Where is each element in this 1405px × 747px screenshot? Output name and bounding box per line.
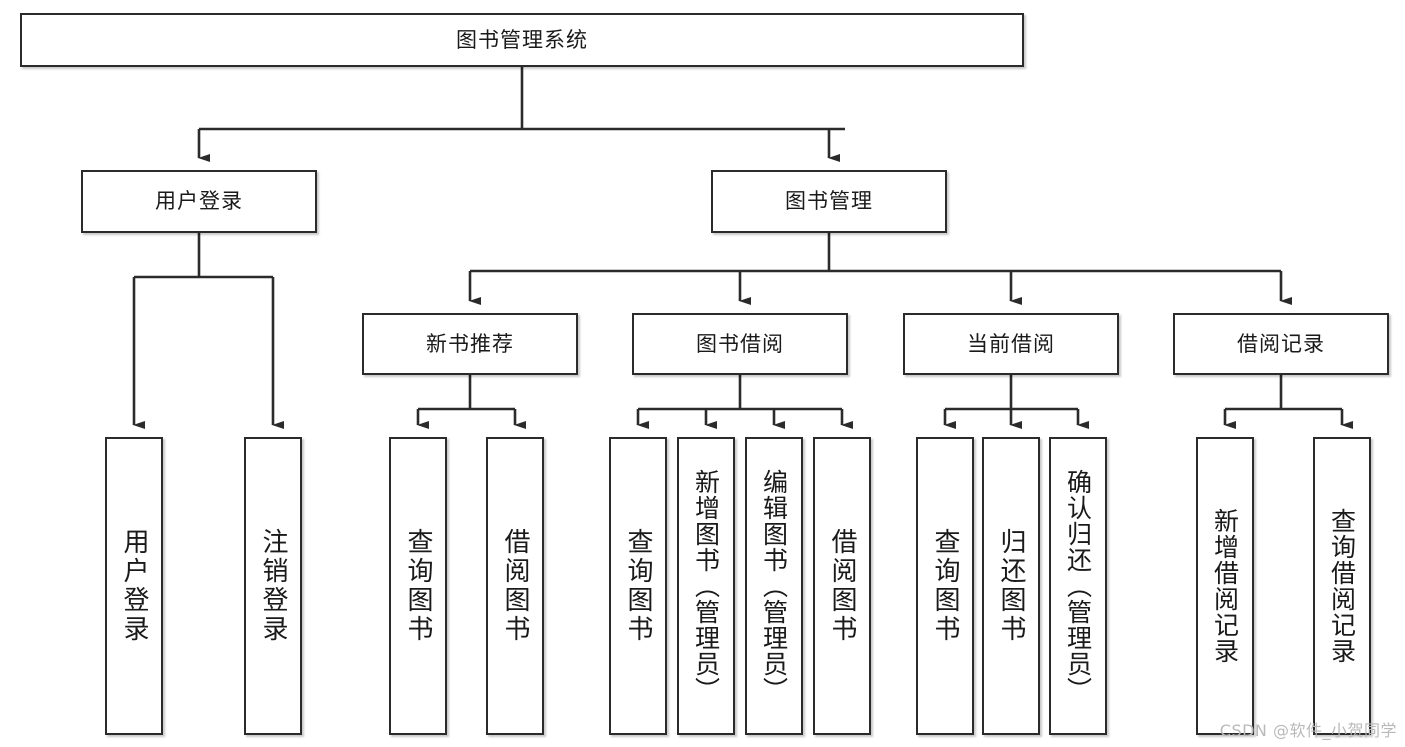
node-book-management-label: 图书管理 bbox=[785, 189, 873, 214]
node-current-borrow-label: 当前借阅 bbox=[967, 331, 1055, 356]
leaf-borrow-book-newbook[interactable]: 借阅图书 bbox=[486, 437, 544, 735]
node-user-login[interactable]: 用户登录 bbox=[81, 170, 317, 233]
leaf-query-book-borrow[interactable]: 查询图书 bbox=[609, 437, 667, 735]
node-book-borrow-label: 图书借阅 bbox=[696, 331, 784, 356]
leaf-add-book-admin-label: 新增图书（管理员） bbox=[691, 469, 721, 703]
leaf-query-book-newbook[interactable]: 查询图书 bbox=[389, 437, 447, 735]
leaf-query-book-current-label: 查询图书 bbox=[930, 528, 960, 644]
leaf-query-book-newbook-label: 查询图书 bbox=[403, 528, 433, 644]
leaf-confirm-return-admin[interactable]: 确认归还（管理员） bbox=[1049, 437, 1107, 735]
node-new-book-recommend-label: 新书推荐 bbox=[426, 331, 514, 356]
leaf-logout-label: 注销登录 bbox=[258, 528, 288, 644]
leaf-borrow-book[interactable]: 借阅图书 bbox=[813, 437, 871, 735]
leaf-add-book-admin[interactable]: 新增图书（管理员） bbox=[677, 437, 735, 735]
leaf-return-book-label: 归还图书 bbox=[996, 528, 1026, 644]
leaf-add-borrow-record[interactable]: 新增借阅记录 bbox=[1196, 437, 1254, 735]
node-borrow-records[interactable]: 借阅记录 bbox=[1173, 313, 1389, 375]
leaf-logout[interactable]: 注销登录 bbox=[244, 437, 302, 735]
leaf-query-book-borrow-label: 查询图书 bbox=[623, 528, 653, 644]
leaf-borrow-book-label: 借阅图书 bbox=[827, 528, 857, 644]
leaf-edit-book-admin[interactable]: 编辑图书（管理员） bbox=[745, 437, 803, 735]
leaf-borrow-book-newbook-label: 借阅图书 bbox=[500, 528, 530, 644]
leaf-edit-book-admin-label: 编辑图书（管理员） bbox=[759, 469, 789, 703]
node-user-login-label: 用户登录 bbox=[155, 189, 243, 214]
leaf-return-book[interactable]: 归还图书 bbox=[982, 437, 1040, 735]
leaf-confirm-return-admin-label: 确认归还（管理员） bbox=[1063, 469, 1093, 703]
leaf-query-borrow-record-label: 查询借阅记录 bbox=[1327, 508, 1357, 664]
node-borrow-records-label: 借阅记录 bbox=[1237, 331, 1325, 356]
leaf-query-borrow-record[interactable]: 查询借阅记录 bbox=[1313, 437, 1371, 735]
leaf-add-borrow-record-label: 新增借阅记录 bbox=[1210, 508, 1240, 664]
node-new-book-recommend[interactable]: 新书推荐 bbox=[362, 313, 578, 375]
node-root[interactable]: 图书管理系统 bbox=[20, 13, 1024, 67]
node-book-borrow[interactable]: 图书借阅 bbox=[632, 313, 848, 375]
watermark: CSDN @软件_小贺同学 bbox=[1219, 721, 1397, 740]
node-root-label: 图书管理系统 bbox=[456, 27, 588, 52]
leaf-user-login-label: 用户登录 bbox=[119, 528, 149, 644]
node-book-management[interactable]: 图书管理 bbox=[711, 170, 947, 233]
leaf-query-book-current[interactable]: 查询图书 bbox=[916, 437, 974, 735]
node-current-borrow[interactable]: 当前借阅 bbox=[903, 313, 1119, 375]
leaf-user-login[interactable]: 用户登录 bbox=[105, 437, 163, 735]
